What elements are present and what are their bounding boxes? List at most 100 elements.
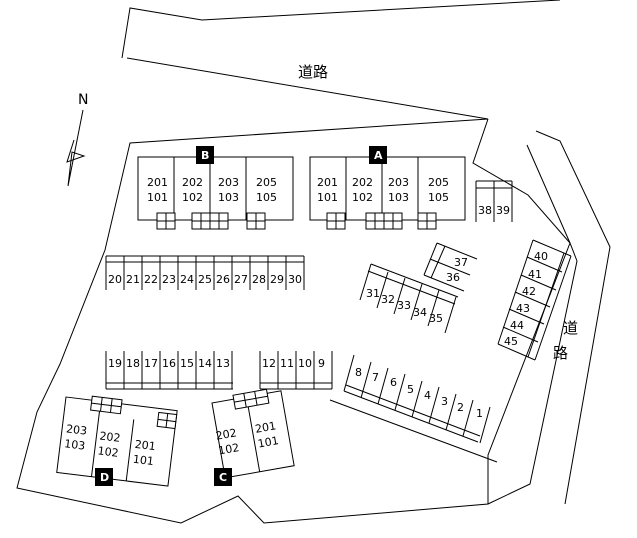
parking-row-1-8: 8 7 6 5 4 3 2 1 (343, 354, 491, 444)
space-label: 39 (496, 204, 510, 217)
parking-row-13-19: 19 18 17 16 15 14 13 (105, 351, 233, 390)
unit-label: 105 (256, 191, 277, 204)
building-c: 202 102 201 101 C (211, 388, 295, 486)
space-label: 11 (280, 357, 294, 370)
road-right-label-2: 路 (553, 344, 568, 362)
unit-label: 103 (64, 437, 86, 452)
space-label: 26 (216, 273, 230, 286)
north-arrow-icon (66, 109, 86, 187)
space-label: 22 (144, 273, 158, 286)
badge-a-label: A (374, 149, 383, 162)
unit-label: 201 (317, 176, 338, 189)
space-label: 28 (252, 273, 266, 286)
unit-label: 202 (99, 429, 121, 444)
space-label: 31 (366, 287, 380, 300)
space-label: 13 (216, 357, 230, 370)
space-label: 5 (407, 383, 414, 396)
space-label: 24 (180, 273, 194, 286)
space-label: 8 (355, 366, 362, 379)
road-right-edge-outer (535, 130, 611, 505)
unit-label: 102 (352, 191, 373, 204)
space-label: 15 (180, 357, 194, 370)
unit-label: 202 (352, 176, 373, 189)
unit-label: 101 (257, 434, 280, 450)
badge-a (369, 146, 387, 164)
unit-label: 202 (215, 426, 238, 442)
space-label: 33 (397, 299, 411, 312)
site-boundary (16, 118, 571, 524)
unit-label: 102 (217, 441, 240, 457)
building-a: 201 101 202 102 203 103 205 105 A (309, 146, 466, 230)
road-top-label: 道路 (298, 63, 328, 81)
unit-label: 101 (317, 191, 338, 204)
unit-label: 103 (388, 191, 409, 204)
badge-d-label: D (100, 471, 109, 484)
unit-label: 201 (134, 438, 156, 453)
road-top-edge-upper (121, 0, 561, 59)
unit-label: 105 (428, 191, 449, 204)
space-label: 19 (108, 357, 122, 370)
badge-b-label: B (201, 149, 209, 162)
building-b: 201 101 202 102 203 103 205 105 B (137, 146, 294, 230)
space-label: 14 (198, 357, 212, 370)
unit-label: 102 (182, 191, 203, 204)
space-label: 17 (144, 357, 158, 370)
badge-c-label: C (219, 471, 227, 484)
space-label: 3 (441, 395, 448, 408)
space-label: 1 (476, 407, 483, 420)
space-label: 35 (429, 312, 443, 325)
parking-row-36-37: 37 36 (423, 242, 478, 292)
space-label: 4 (424, 389, 431, 402)
unit-label: 205 (428, 176, 449, 189)
badge-c (214, 468, 232, 486)
building-d: 203 103 202 102 201 101 D (56, 395, 178, 487)
space-label: 2 (457, 401, 464, 414)
space-label: 32 (381, 293, 395, 306)
space-label: 41 (528, 268, 542, 281)
unit-label: 102 (97, 444, 119, 459)
badge-d (95, 468, 113, 486)
space-label: 9 (318, 357, 325, 370)
space-label: 27 (234, 273, 248, 286)
space-label: 29 (270, 273, 284, 286)
parking-row-31-35: 31 32 33 34 35 (359, 263, 459, 334)
space-label: 12 (262, 357, 276, 370)
north-label: N (78, 92, 88, 108)
space-label: 37 (454, 256, 468, 269)
unit-label: 205 (256, 176, 277, 189)
space-label: 10 (298, 357, 312, 370)
space-label: 36 (446, 271, 460, 284)
parking-row-9-12: 12 11 10 9 (259, 351, 333, 390)
badge-b (196, 146, 214, 164)
unit-label: 201 (254, 419, 277, 435)
parking-row-38-39: 38 39 (475, 180, 513, 222)
parking-row-40-45: 40 41 42 43 44 45 (497, 239, 572, 361)
unit-label: 203 (65, 422, 87, 437)
unit-label: 201 (147, 176, 168, 189)
unit-label: 101 (147, 191, 168, 204)
space-label: 40 (534, 250, 548, 263)
unit-label: 203 (388, 176, 409, 189)
space-label: 30 (288, 273, 302, 286)
space-label: 21 (126, 273, 140, 286)
space-label: 42 (522, 285, 536, 298)
site-inner-lane (329, 399, 498, 463)
space-label: 16 (162, 357, 176, 370)
road-right-edge-inner (487, 144, 578, 505)
road-right-label-1: 道 (563, 319, 578, 337)
space-label: 44 (510, 319, 524, 332)
space-label: 45 (504, 335, 518, 348)
space-label: 34 (413, 306, 427, 319)
space-label: 18 (126, 357, 140, 370)
road-top-edge-lower (126, 57, 489, 120)
unit-label: 101 (132, 453, 154, 468)
space-label: 6 (390, 376, 397, 389)
parking-row-20-30: 20 21 22 23 24 25 26 27 28 29 30 (105, 255, 305, 290)
unit-label: 203 (218, 176, 239, 189)
space-label: 20 (108, 273, 122, 286)
space-label: 25 (198, 273, 212, 286)
space-label: 23 (162, 273, 176, 286)
space-label: 7 (372, 371, 379, 384)
unit-label: 202 (182, 176, 203, 189)
